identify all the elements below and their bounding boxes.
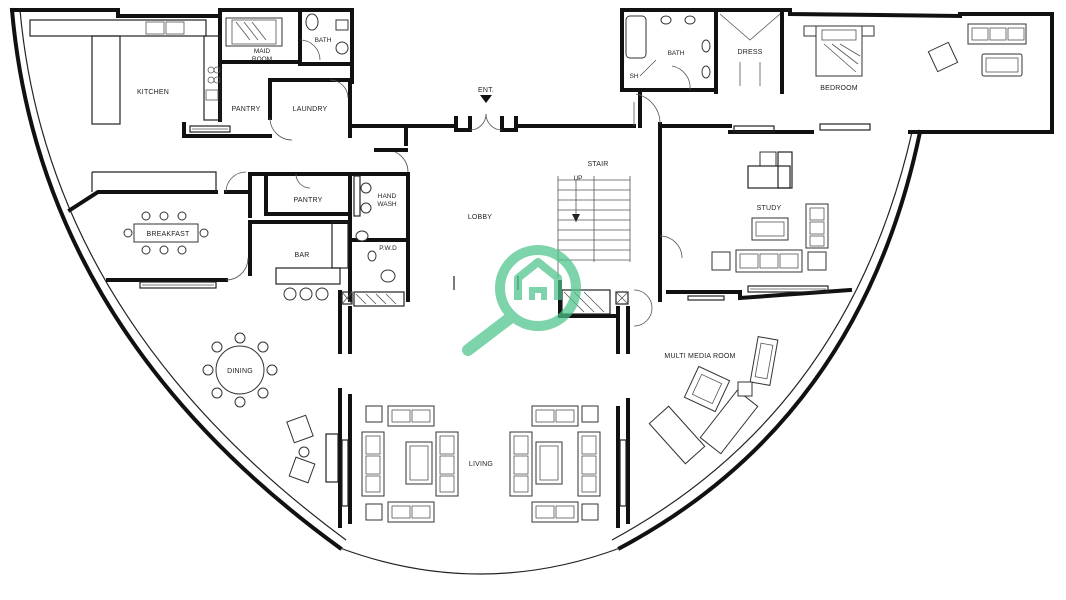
stair	[557, 176, 653, 354]
room-label-laundry: LAUNDRY	[293, 106, 328, 113]
room-label-stair: STAIR	[587, 161, 608, 168]
room-labels: KITCHEN MAID ROOM BATH PANTRY LAUNDRY BA…	[137, 37, 858, 468]
room-label-study: STUDY	[757, 205, 782, 212]
room-label-bedroom: BEDROOM	[820, 85, 858, 92]
room-label-maid-room-2: ROOM	[252, 56, 272, 63]
middle-left-wing	[67, 148, 519, 354]
room-label-dress: DRESS	[737, 49, 762, 56]
top-right-wing	[620, 8, 1054, 302]
room-label-living: LIVING	[469, 461, 493, 468]
room-label-breakfast: BREAKFAST	[146, 231, 190, 238]
study-wing	[659, 151, 853, 301]
room-label-multi-media: MULTI MEDIA ROOM	[664, 353, 735, 360]
living-area	[286, 388, 630, 528]
room-label-bath-left: BATH	[315, 37, 332, 44]
room-label-hand-wash-1: HAND	[378, 193, 397, 200]
multi-media-area	[648, 336, 779, 465]
home-magnifier-icon	[462, 245, 581, 356]
triangle-down-icon	[480, 95, 492, 103]
room-label-bar: BAR	[295, 252, 310, 259]
room-label-lobby: LOBBY	[468, 214, 492, 221]
dining-area	[202, 332, 278, 408]
room-label-pantry-top: PANTRY	[232, 106, 261, 113]
outer-shell	[9, 7, 923, 575]
room-label-stair-up: UP	[573, 175, 582, 182]
room-label-kitchen: KITCHEN	[137, 89, 169, 96]
room-label-dining: DINING	[227, 368, 253, 375]
entrance-area: ENT.	[469, 87, 503, 131]
room-label-hand-wash-2: WASH	[377, 201, 397, 208]
room-label-bath-right: BATH	[668, 50, 685, 57]
room-label-shower: SH	[629, 73, 638, 80]
top-left-wing	[10, 8, 636, 146]
room-label-pantry-mid: PANTRY	[294, 197, 323, 204]
room-label-pwd: P.W.D	[379, 245, 397, 252]
room-label-maid-room-1: MAID	[254, 48, 271, 55]
entrance-label: ENT.	[478, 87, 494, 94]
